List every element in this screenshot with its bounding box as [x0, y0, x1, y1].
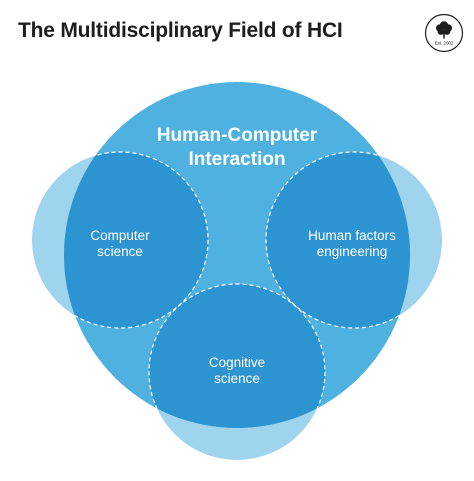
- computer-science-label-line2: science: [97, 244, 143, 259]
- computer-science-overlap: [64, 152, 208, 328]
- cognitive-science-label-line1: Cognitive: [209, 355, 265, 370]
- page-title: The Multidisciplinary Field of HCI: [18, 19, 343, 42]
- cognitive-science-outline: [148, 283, 326, 428]
- cognitive-science-label-line2: science: [214, 371, 260, 386]
- human-factors-label-line2: engineering: [317, 244, 388, 259]
- hci-label-line1: Human-Computer: [157, 125, 318, 146]
- logo-text: Est. 2002: [435, 41, 454, 46]
- computer-science-label-line1: Computer: [90, 228, 150, 243]
- human-factors-outline: [265, 151, 410, 329]
- logo: Est. 2002: [424, 13, 464, 53]
- computer-science-outline: [64, 151, 209, 329]
- overlap-regions: [64, 152, 410, 428]
- human-factors-label-line1: Human factors: [308, 228, 396, 243]
- hci-label-line2: Interaction: [188, 149, 285, 170]
- tree-icon: [435, 21, 453, 39]
- human-factors-overlap: [266, 152, 410, 328]
- cognitive-science-overlap: [149, 284, 325, 428]
